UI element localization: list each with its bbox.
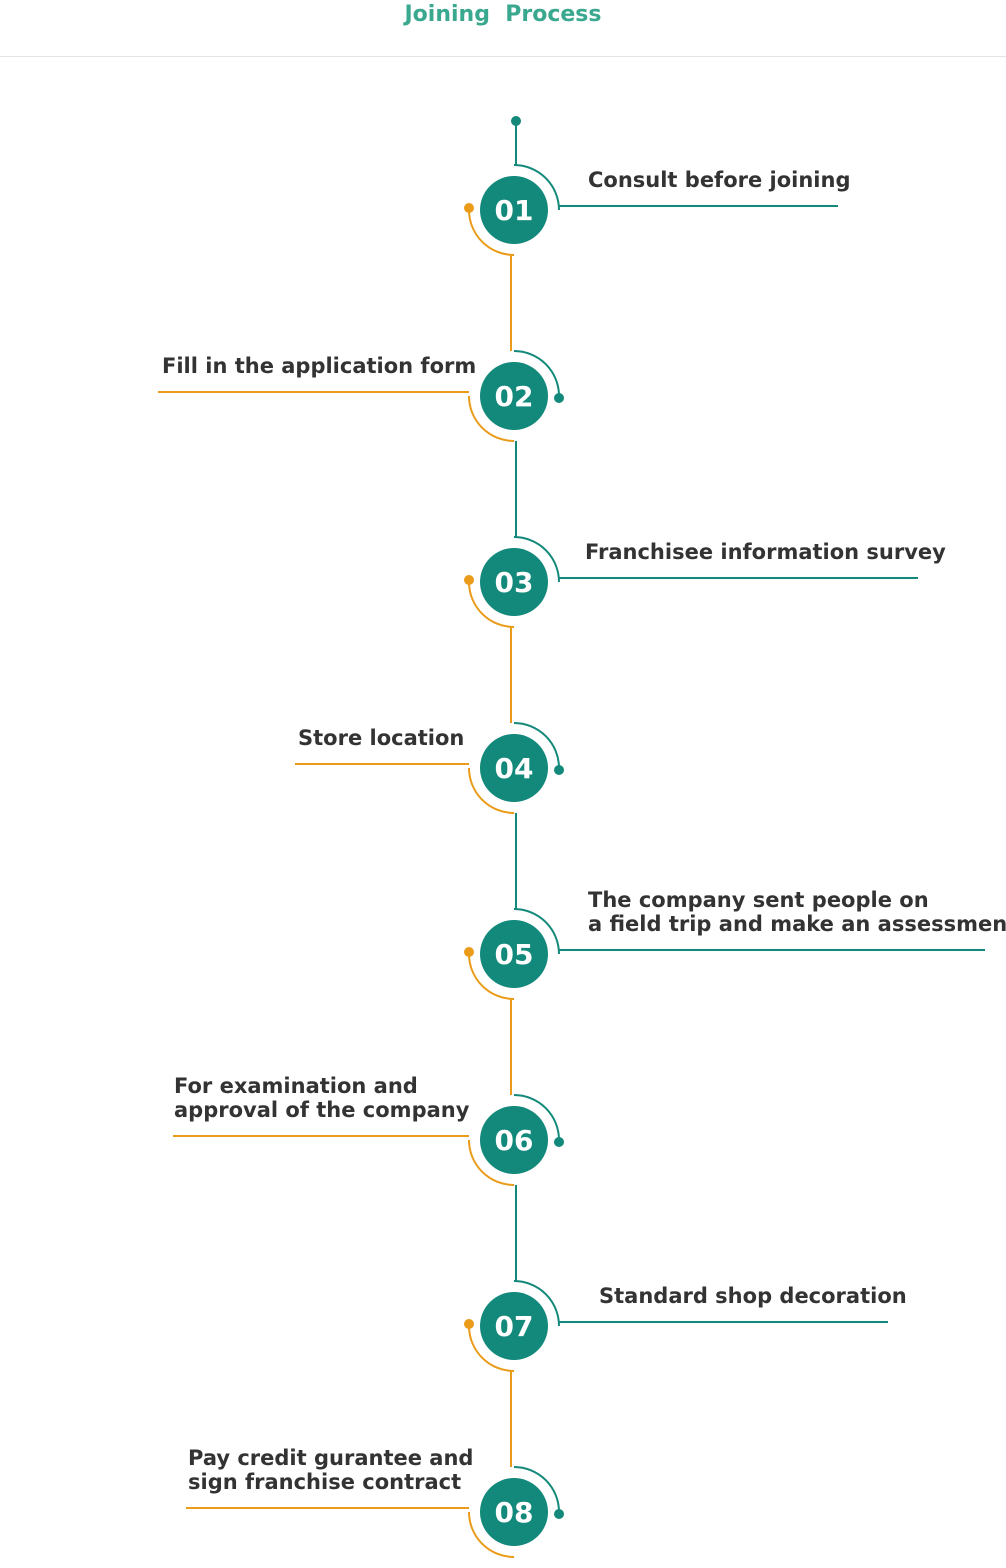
step-number: 02	[495, 380, 534, 413]
bracket-arc-orange	[468, 209, 515, 256]
bracket-arc-orange	[468, 395, 515, 442]
bracket-arc-teal	[513, 1094, 560, 1141]
header-divider	[0, 56, 1006, 57]
bracket-dot	[464, 575, 474, 585]
bracket-arc-teal	[513, 536, 560, 583]
bracket-dot	[554, 765, 564, 775]
step-number: 04	[495, 752, 534, 785]
step-number: 07	[495, 1310, 534, 1343]
step-label-line: Store location	[298, 726, 465, 750]
step-number: 03	[495, 566, 534, 599]
step-circle	[480, 1478, 548, 1546]
bracket-dot	[554, 1137, 564, 1147]
step-label-line: sign franchise contract	[188, 1470, 462, 1494]
step-label-line: Pay credit gurantee and	[188, 1446, 474, 1470]
bracket-arc-teal	[513, 908, 560, 955]
step-label: Franchisee information survey	[585, 540, 946, 564]
step-label: Consult before joining	[588, 168, 851, 192]
step-circle	[480, 176, 548, 244]
step-number: 05	[495, 938, 534, 971]
bracket-arc-teal	[513, 1280, 560, 1327]
bracket-arc-orange	[468, 1511, 515, 1558]
step-label: Standard shop decoration	[599, 1284, 907, 1308]
bracket-arc-orange	[468, 767, 515, 814]
step-circle	[480, 1106, 548, 1174]
bracket-arc-teal	[513, 722, 560, 769]
step-number: 06	[495, 1124, 534, 1157]
bracket-dot	[464, 203, 474, 213]
step-label-line: Standard shop decoration	[599, 1284, 907, 1308]
step-label-line: Franchisee information survey	[585, 540, 946, 564]
step-label-line: approval of the company	[174, 1098, 470, 1122]
step-number: 08	[495, 1496, 534, 1529]
step-label-line: The company sent people on	[588, 888, 929, 912]
step-circle	[480, 1292, 548, 1360]
bracket-dot	[554, 393, 564, 403]
bracket-arc-teal	[513, 350, 560, 397]
bracket-arc-orange	[468, 1139, 515, 1186]
bracket-arc-teal	[513, 164, 560, 211]
bracket-arc-teal	[513, 1466, 560, 1513]
step-label-line: Fill in the application form	[162, 354, 477, 378]
bracket-arc-orange	[468, 953, 515, 1000]
step-label: Store location	[298, 726, 464, 750]
step-label-line: Consult before joining	[588, 168, 851, 192]
step-label-line: a field trip and make an assessment	[588, 912, 1006, 936]
step-circle	[480, 548, 548, 616]
bracket-arc-orange	[468, 1325, 515, 1372]
bracket-dot	[464, 1319, 474, 1329]
bracket-dot	[554, 1509, 564, 1519]
step-number: 01	[495, 194, 534, 227]
step-label-line: For examination and	[174, 1074, 418, 1098]
bracket-dot	[464, 947, 474, 957]
bracket-arc-orange	[468, 581, 515, 628]
step-circle	[480, 920, 548, 988]
step-circle	[480, 734, 548, 802]
step-label: Fill in the application form	[162, 354, 476, 378]
page-title: Joining Process	[404, 2, 602, 27]
step-circle	[480, 362, 548, 430]
